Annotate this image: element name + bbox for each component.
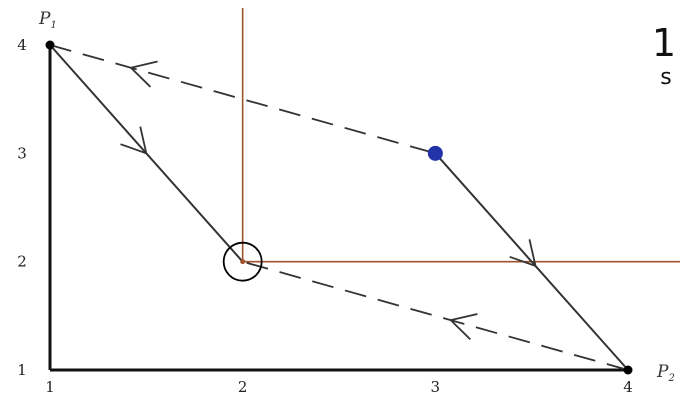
- corner-point-top-left: [45, 40, 55, 50]
- corner-sublabel: s: [660, 65, 671, 90]
- circled-point-center: [240, 259, 246, 265]
- x-tick-label: 1: [45, 378, 55, 396]
- corner-point-bottom-right: [623, 365, 633, 375]
- arrow-dashed-upper: [129, 60, 158, 88]
- y-tick-label: 3: [17, 144, 27, 162]
- arrow-dashed-lower: [448, 313, 478, 341]
- highlight-point: [427, 145, 443, 161]
- x-tick-label: 3: [431, 378, 441, 396]
- solid-path-right: [434, 152, 629, 371]
- x-axis-label: P2: [656, 362, 675, 384]
- x-tick-label: 2: [238, 378, 248, 396]
- y-tick-label: 2: [17, 253, 27, 271]
- direction-arrows: [120, 60, 537, 341]
- corner-label: 1: [652, 21, 676, 65]
- y-tick-labels: 1 2 3 4: [17, 36, 27, 379]
- y-tick-label: 1: [17, 361, 27, 379]
- x-tick-label: 4: [623, 378, 633, 396]
- y-axis-label: P1: [38, 9, 57, 31]
- circled-point-ring: [222, 241, 263, 282]
- y-tick-label: 4: [17, 36, 27, 54]
- dashed-path-lower: [242, 260, 629, 371]
- arrow-solid-right: [509, 239, 537, 268]
- arrow-solid-left: [120, 126, 148, 155]
- x-tick-labels: 1 2 3 4: [45, 378, 633, 396]
